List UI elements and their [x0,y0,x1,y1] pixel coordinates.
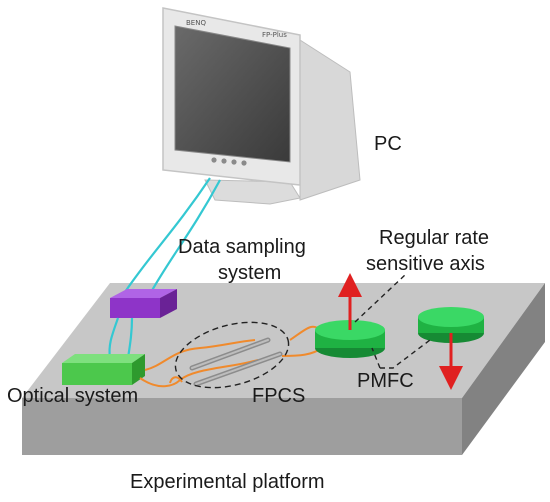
leader-regular-rate [354,274,406,323]
pc-data-cables [124,177,221,295]
label-fpcs: FPCS [252,385,306,407]
label-data-sampling-line2: system [218,262,282,284]
pmfc-coil-2 [418,307,484,343]
data-cable-2 [149,179,221,295]
data-sampling-box [110,289,177,318]
monitor-model: FP-Plus [262,31,287,39]
monitor-brand: BENQ [186,19,206,27]
label-pmfc: PMFC [357,370,414,392]
label-regular-rate: Regular rate [379,227,490,249]
label-sensitive-axis: sensitive axis [366,253,485,275]
pmfc-coil-1 [315,320,385,358]
data-cable-1 [124,177,211,293]
pc-monitor [162,7,361,205]
fpcs-rods [189,337,283,387]
monitor-screen [174,25,291,163]
platform-front-face [22,398,462,455]
label-experimental-platform: Experimental platform [130,471,325,493]
label-pc: PC [374,133,402,155]
fpcs-highlight-ellipse [174,321,290,389]
fiber-1 [144,339,256,371]
monitor-back [299,39,361,201]
platform-side-face [462,283,545,455]
label-optical-system: Optical system [7,385,139,407]
fiber-5 [169,376,183,384]
leader-pmfc [371,339,431,369]
optical-system-box [62,354,145,385]
monitor-buttons [211,157,247,166]
leader-lines [354,274,431,369]
label-data-sampling: Data sampling [178,236,306,258]
